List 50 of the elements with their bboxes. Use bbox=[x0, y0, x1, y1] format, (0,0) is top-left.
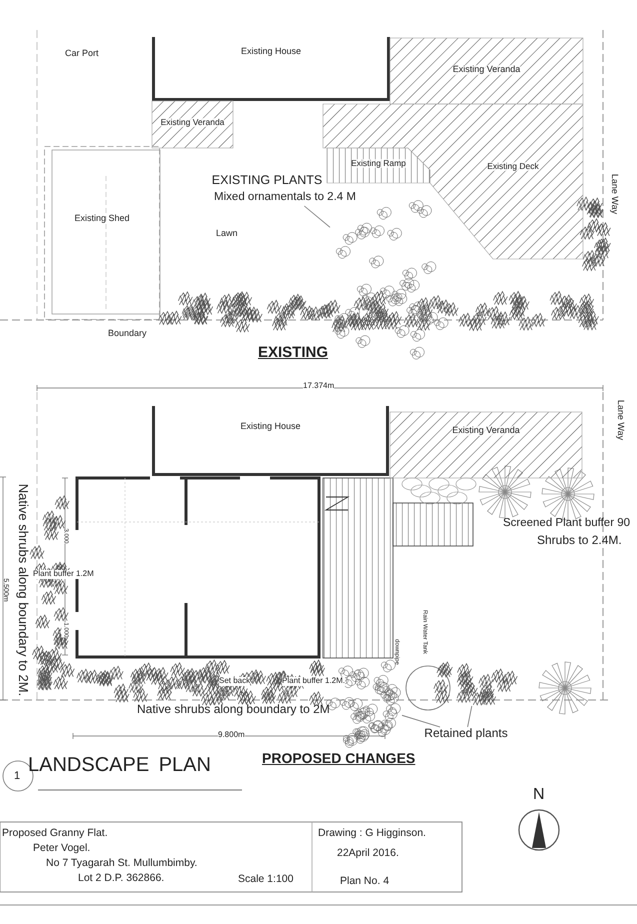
area-label: Mixed ornamentals to 2.4 M bbox=[214, 191, 356, 204]
planting-note: Plant buffer 1.2M. bbox=[282, 677, 345, 686]
area-label: EXISTING PLANTS bbox=[212, 174, 322, 188]
area-label: Existing Veranda bbox=[452, 65, 520, 75]
drawing-number: 1 bbox=[14, 770, 20, 782]
house-area bbox=[152, 37, 390, 101]
title-block-text: Plan No. 4 bbox=[340, 876, 390, 888]
area-label: Existing Veranda bbox=[160, 118, 224, 128]
veranda-area bbox=[152, 101, 233, 148]
area-label: Existing Deck bbox=[487, 162, 539, 172]
title-block-text: Drawing : G Higginson. bbox=[318, 828, 426, 840]
planting-note: Plant buffer 1.2M bbox=[33, 570, 94, 579]
area-label: Existing Veranda bbox=[452, 426, 520, 436]
area-label: Lawn bbox=[216, 229, 238, 239]
house-area bbox=[152, 406, 389, 476]
area-label: Existing House bbox=[240, 422, 301, 432]
area-label: Existing House bbox=[240, 47, 302, 57]
lane-label: Lane Way bbox=[615, 400, 625, 440]
section-heading: EXISTING bbox=[258, 345, 328, 362]
ramp-area bbox=[327, 148, 430, 183]
dimension-label: 17.374m bbox=[303, 382, 334, 391]
area-label: Existing Ramp bbox=[351, 159, 406, 168]
planting-note: Set back bbox=[219, 677, 250, 686]
title-block-text: No 7 Tyagarah St. Mullumbimby. bbox=[46, 858, 198, 870]
title-block-text: Peter Vogel. bbox=[33, 843, 90, 855]
title-block-text: Lot 2 D.P. 362866. bbox=[78, 873, 164, 885]
shed-area bbox=[44, 146, 160, 320]
planting-note: Screened Plant buffer 90 bbox=[503, 517, 630, 530]
north-label: N bbox=[533, 786, 545, 804]
title-block-text: Scale 1:100 bbox=[238, 874, 294, 886]
area-label: Existing Shed bbox=[74, 214, 130, 224]
area-label: Car Port bbox=[65, 49, 99, 59]
section-heading: PROPOSED CHANGES bbox=[262, 751, 416, 766]
leader-line bbox=[304, 206, 330, 228]
area-label: Retained plants bbox=[424, 727, 508, 740]
veranda-area bbox=[390, 412, 582, 478]
plant-cluster-drawing bbox=[432, 664, 520, 706]
deck-area bbox=[323, 104, 583, 259]
title-block-text: 22April 2016. bbox=[337, 848, 399, 860]
leader-line bbox=[402, 714, 440, 728]
planting-note: Native shrubs along boundary to 2M. bbox=[16, 484, 30, 696]
boundary-label: Boundary bbox=[108, 329, 147, 339]
planting-note: Shrubs to 2.4M. bbox=[537, 534, 622, 548]
dimension-label: 9.800m bbox=[218, 731, 245, 740]
veranda-area bbox=[390, 38, 583, 104]
drawing-title: LANDSCAPE PLAN bbox=[28, 754, 211, 776]
lane-label: Lane Way bbox=[609, 174, 619, 214]
title-block-text: Proposed Granny Flat. bbox=[2, 828, 108, 840]
leader-line bbox=[467, 706, 472, 728]
planting-note: Native shrubs along boundary to 2M bbox=[137, 703, 330, 716]
